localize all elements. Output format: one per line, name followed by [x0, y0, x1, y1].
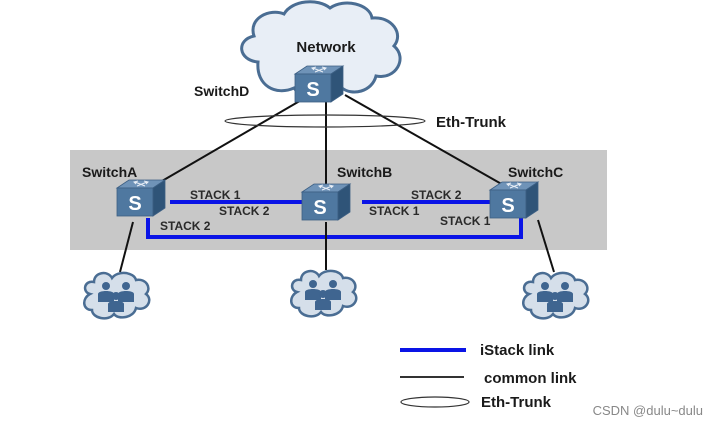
common-link-a-users — [119, 221, 134, 273]
switch-c-label: SwitchC — [508, 164, 563, 180]
switch-d[interactable]: S — [294, 65, 344, 103]
cloud-label: Network — [296, 39, 356, 56]
stack-label-c-loop: STACK 1 — [440, 214, 491, 228]
switch-glyph: S — [306, 79, 319, 101]
switch-a-label: SwitchA — [82, 164, 137, 180]
legend-item-common: common link — [400, 370, 577, 387]
user-group-a — [82, 271, 151, 320]
users-icon — [521, 271, 590, 320]
user-group-c — [521, 271, 590, 320]
common-link-d-c — [344, 94, 506, 187]
legend-istack-label: iStack link — [480, 342, 555, 359]
switch-c[interactable]: S — [489, 181, 539, 219]
stack-label-a-loop: STACK 2 — [160, 219, 211, 233]
switch-a[interactable]: S — [116, 179, 166, 217]
istack-link-a-c-loop — [146, 218, 523, 239]
legend-trunk-label: Eth-Trunk — [481, 394, 552, 411]
eth-trunk-ellipse — [224, 114, 426, 128]
legend-item-istack: iStack link — [400, 342, 555, 359]
legend-item-trunk: Eth-Trunk — [400, 394, 552, 411]
stack-label-b-c-bottom: STACK 1 — [369, 204, 420, 218]
legend-trunk-swatch — [400, 396, 470, 408]
watermark: CSDN @dulu~dulu — [592, 403, 703, 418]
legend-common-label: common link — [484, 370, 577, 387]
switch-b[interactable]: S — [301, 183, 351, 221]
stack-label-b-c-top: STACK 2 — [411, 188, 462, 202]
stack-label-a-b-top: STACK 1 — [190, 188, 241, 202]
switch-b-label: SwitchB — [337, 164, 392, 180]
switch-d-label: SwitchD — [194, 83, 249, 99]
common-link-c-users — [537, 219, 555, 273]
users-icon — [82, 271, 151, 320]
switch-glyph: S — [313, 197, 326, 219]
legend: iStack link common link Eth-Trunk — [400, 342, 577, 411]
user-group-b — [289, 269, 358, 318]
eth-trunk-label: Eth-Trunk — [436, 114, 507, 131]
stack-label-a-b-bottom: STACK 2 — [219, 204, 270, 218]
common-link-d-a — [149, 94, 311, 189]
users-icon — [289, 269, 358, 318]
switch-glyph: S — [128, 193, 141, 215]
switch-glyph: S — [501, 195, 514, 217]
